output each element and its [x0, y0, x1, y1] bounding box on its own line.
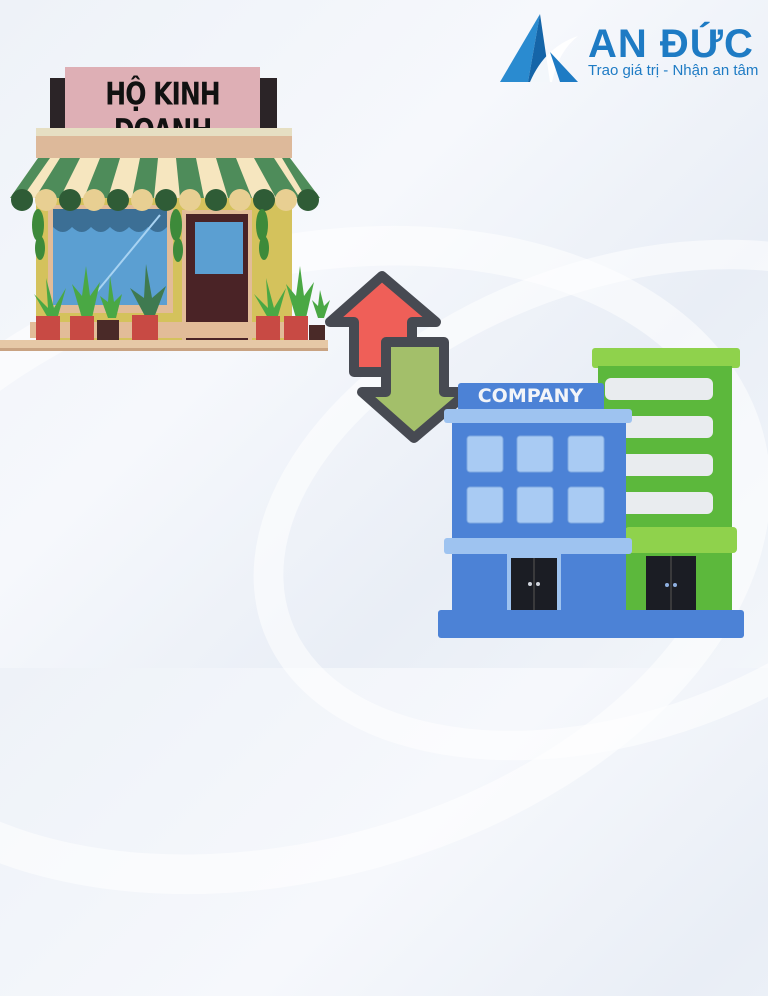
up-down-arrows-icon: [325, 271, 458, 443]
brand-name: AN ĐỨC: [588, 22, 754, 66]
shop-sign: [65, 67, 260, 129]
mountain-a-logo-icon: [500, 14, 578, 82]
brand-tagline: Trao giá trị - Nhận an tâm: [588, 62, 759, 79]
office-building-icon: [438, 348, 744, 638]
storefront-icon: [0, 128, 330, 351]
company-sign-label: COMPANY: [477, 385, 584, 407]
